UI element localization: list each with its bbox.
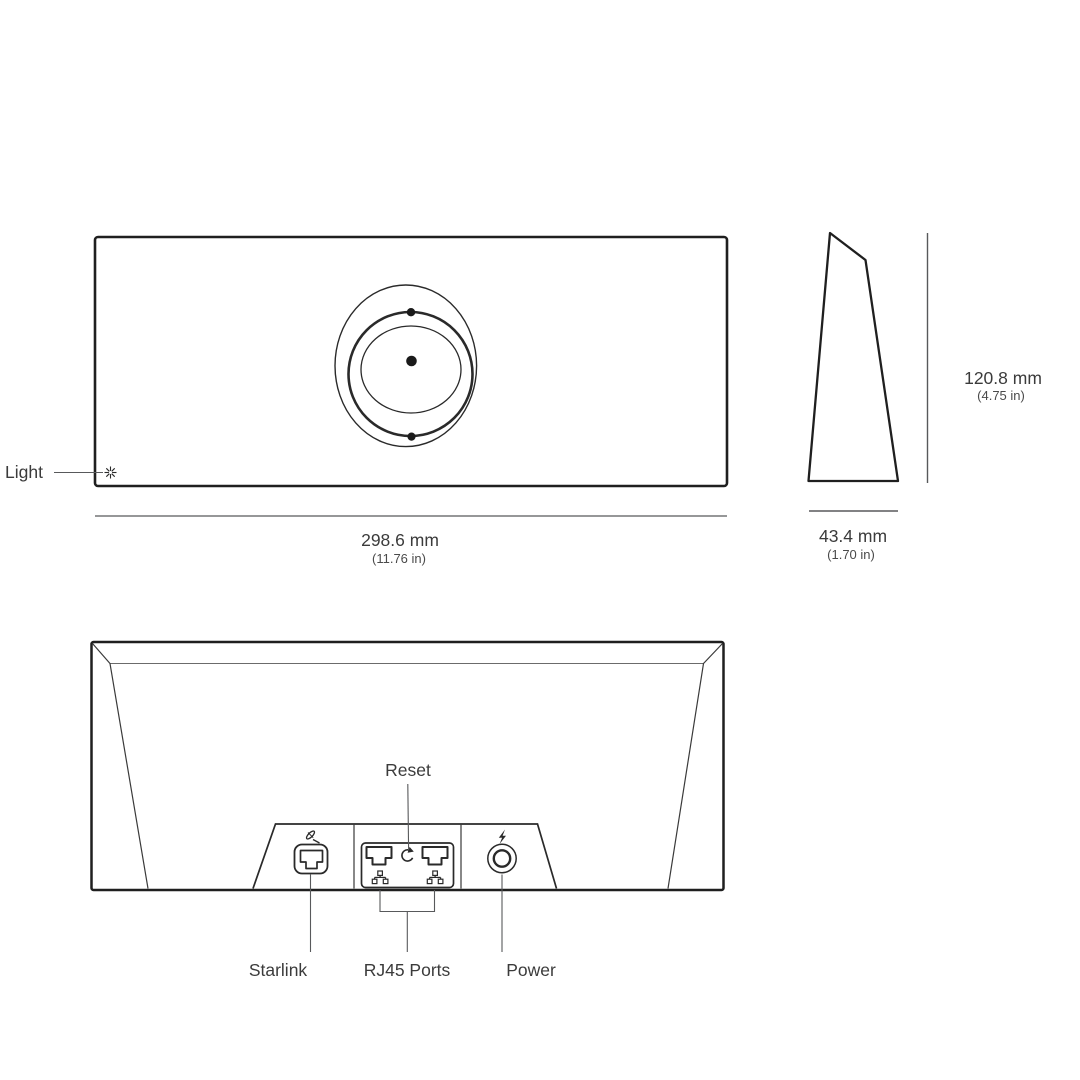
rj45-ports-label: RJ45 Ports (363, 960, 451, 980)
ring-top-dot (406, 308, 416, 317)
rj45-port-right (421, 846, 449, 866)
side-profile-outline (807, 231, 900, 483)
side-depth-inches: (1.70 in) (827, 547, 875, 562)
center-dot (406, 355, 417, 367)
side-height-inches: (4.75 in) (977, 388, 1025, 403)
power-port-label: Power (506, 960, 556, 980)
lightning-bolt-icon (498, 829, 506, 844)
bevel-right-line (667, 643, 723, 889)
starlink-port-label: Starlink (248, 960, 308, 980)
front-width-inches: (11.76 in) (372, 551, 426, 566)
port-bay-outline (252, 823, 558, 889)
bevel-left-line (92, 643, 149, 889)
ring-bottom-dot (407, 432, 416, 441)
starlink-port (293, 843, 329, 875)
side-depth-value: 43.4 mm (818, 526, 888, 546)
ethernet-network-icon (371, 870, 444, 885)
light-label: Light (5, 462, 43, 482)
front-width-value: 298.6 mm (361, 530, 439, 550)
power-jack (487, 843, 517, 874)
starlink-dish-icon (305, 830, 320, 844)
light-indicator-icon (104, 466, 117, 479)
back-panel-outline (90, 640, 725, 892)
side-height-value: 120.8 mm (964, 368, 1042, 388)
circular-arrow-icon (401, 846, 414, 862)
rj45-port-left (365, 846, 393, 866)
reset-leader-line (407, 783, 410, 851)
reset-label: Reset (385, 760, 431, 780)
rj45-port-group (360, 842, 455, 889)
front-ring-motif (334, 284, 478, 448)
rj45-leader-bracket (379, 890, 436, 952)
front-panel-outline (93, 235, 729, 488)
